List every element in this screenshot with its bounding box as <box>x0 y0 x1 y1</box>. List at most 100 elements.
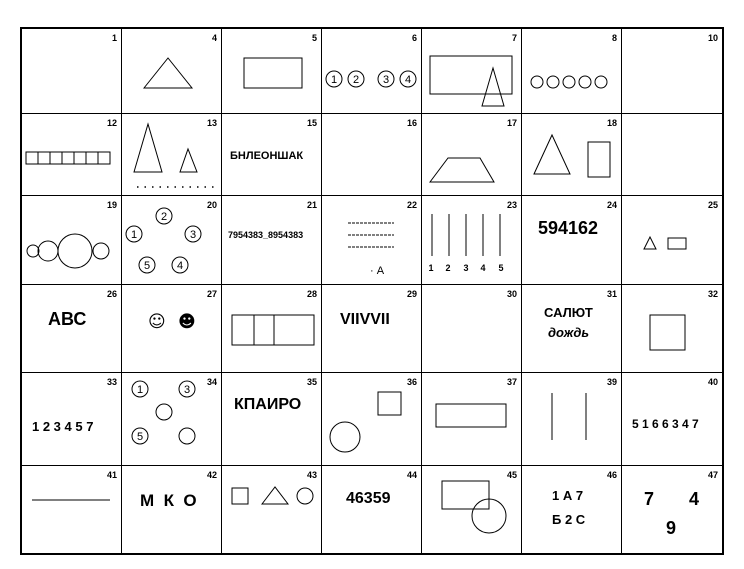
cell-number: 12 <box>106 118 117 128</box>
cell-12: 12 <box>22 114 122 196</box>
cell-number: 34 <box>206 377 217 387</box>
circle-label: 4 <box>177 260 183 272</box>
square-triangle-circle <box>231 486 314 505</box>
cell-28: 28 <box>222 285 322 373</box>
cell-31: 31 САЛЮТ дождь <box>522 285 622 373</box>
circle-label: 5 <box>144 260 150 272</box>
digit-sequence: 5 1 6 6 3 4 7 <box>632 417 699 431</box>
circle-label: 3 <box>383 74 389 86</box>
cell-number: 42 <box>206 470 217 480</box>
letter-sequence: КПАИРО <box>234 396 302 413</box>
cell-27: 27 ☺ ☻ <box>122 285 222 373</box>
cell-number: 36 <box>406 377 417 387</box>
digit: 4 <box>689 489 700 509</box>
cell-32: 32 <box>622 285 722 373</box>
triangle-figure <box>142 57 194 89</box>
cell-number: 33 <box>106 377 117 387</box>
cell-number: 29 <box>406 289 417 299</box>
cell-24: 24 594162 <box>522 196 622 285</box>
cell-20: 20 2 1 3 5 4 <box>122 196 222 285</box>
vertical-lines-figure: 1 2 3 4 5 <box>428 214 504 273</box>
triangle-rectangle-figure <box>643 235 687 250</box>
cell-4: 4 <box>122 29 222 114</box>
cell-number: 47 <box>707 470 718 480</box>
letter-sequence: АВС <box>48 309 87 329</box>
cell-number: 5 <box>311 33 317 43</box>
roman-sequence: VIIVVII <box>340 311 390 328</box>
cell-13: 13 <box>122 114 222 196</box>
cell-22: 22 · А <box>322 196 422 285</box>
line-label: 5 <box>498 263 503 273</box>
point-label: · А <box>370 265 385 277</box>
cell-29: 29 VIIVVII <box>322 285 422 373</box>
cell-33: 33 1 2 3 4 5 7 <box>22 373 122 466</box>
circle-label: 2 <box>161 211 167 223</box>
circle-label: 3 <box>190 229 196 241</box>
trapezoid-figure <box>429 157 495 183</box>
cell-43: 43 <box>222 466 322 553</box>
digit-sequence: 1 2 3 4 5 7 <box>32 419 94 434</box>
cell-1: 1 <box>22 29 122 114</box>
triangle-rectangle-figure <box>533 133 611 178</box>
cell-30: 30 <box>422 285 522 373</box>
word-upper: САЛЮТ <box>544 305 593 320</box>
cell-number: 32 <box>707 289 718 299</box>
cell-number: 37 <box>506 377 517 387</box>
circle-label: 1 <box>137 384 143 396</box>
rectangle-triangle-figure <box>429 55 513 107</box>
cell-10: 10 <box>622 29 722 114</box>
smiley-icon: ☺ <box>148 312 166 332</box>
digit: 9 <box>666 518 677 538</box>
mixed-sequence: 1 А 7 <box>552 488 584 503</box>
cell-26: 26 АВС <box>22 285 122 373</box>
cell-5: 5 <box>222 29 322 114</box>
cell-25: 25 <box>622 196 722 285</box>
digit-sequence: 594162 <box>538 218 599 238</box>
two-triangles-dotted <box>133 122 217 188</box>
cell-number: 20 <box>206 200 217 210</box>
cell-19: 19 <box>22 196 122 285</box>
cell-8: 8 <box>522 29 622 114</box>
cell-47: 47 7 4 9 <box>622 466 722 553</box>
rectangle-figure <box>243 57 303 89</box>
circle-label: 1 <box>131 229 137 241</box>
cell-number: 40 <box>707 377 718 387</box>
cell-6: 6 1 2 3 4 <box>322 29 422 114</box>
cell-44: 44 46359 <box>322 466 422 553</box>
digit-sequence: 7954383_8954383 <box>228 230 304 240</box>
line-label: 3 <box>463 263 468 273</box>
cell-number: 19 <box>106 200 117 210</box>
two-vertical-lines <box>551 393 587 440</box>
line-label: 4 <box>480 263 485 273</box>
cell-number: 35 <box>306 377 317 387</box>
cell-16: 16 <box>322 114 422 196</box>
cell-number: 23 <box>506 200 517 210</box>
cell-number: 4 <box>211 33 217 43</box>
cell-number: 24 <box>606 200 617 210</box>
cell-number: 28 <box>306 289 317 299</box>
horizontal-line <box>32 499 110 501</box>
cell-34: 34 1 3 5 <box>122 373 222 466</box>
cell-number: 16 <box>406 118 417 128</box>
cell-number: 41 <box>106 470 117 480</box>
circle-square-figure <box>329 391 402 453</box>
cell-number: 10 <box>707 33 718 43</box>
cell-15: 15 БНЛЕОНШАК <box>222 114 322 196</box>
digit: 7 <box>644 489 655 509</box>
dashed-lines-figure <box>348 222 394 248</box>
square-figure <box>649 314 686 351</box>
cell-number: 6 <box>411 33 417 43</box>
scattered-numbered-circles: 2 1 3 5 4 <box>125 207 202 274</box>
cell-37: 37 <box>422 373 522 466</box>
cell-number: 45 <box>506 470 517 480</box>
letter-sequence: М К О <box>140 491 197 510</box>
cell-number: 8 <box>611 33 617 43</box>
cell-46: 46 1 А 7 Б 2 С <box>522 466 622 553</box>
cell-empty <box>622 114 722 196</box>
cell-number: 17 <box>506 118 517 128</box>
line-label: 1 <box>428 263 433 273</box>
three-part-rectangle <box>231 314 315 346</box>
mixed-sequence: Б 2 С <box>552 512 586 527</box>
cell-number: 22 <box>406 200 417 210</box>
task-grid: 1 4 5 6 1 2 3 4 7 8 <box>20 27 724 555</box>
